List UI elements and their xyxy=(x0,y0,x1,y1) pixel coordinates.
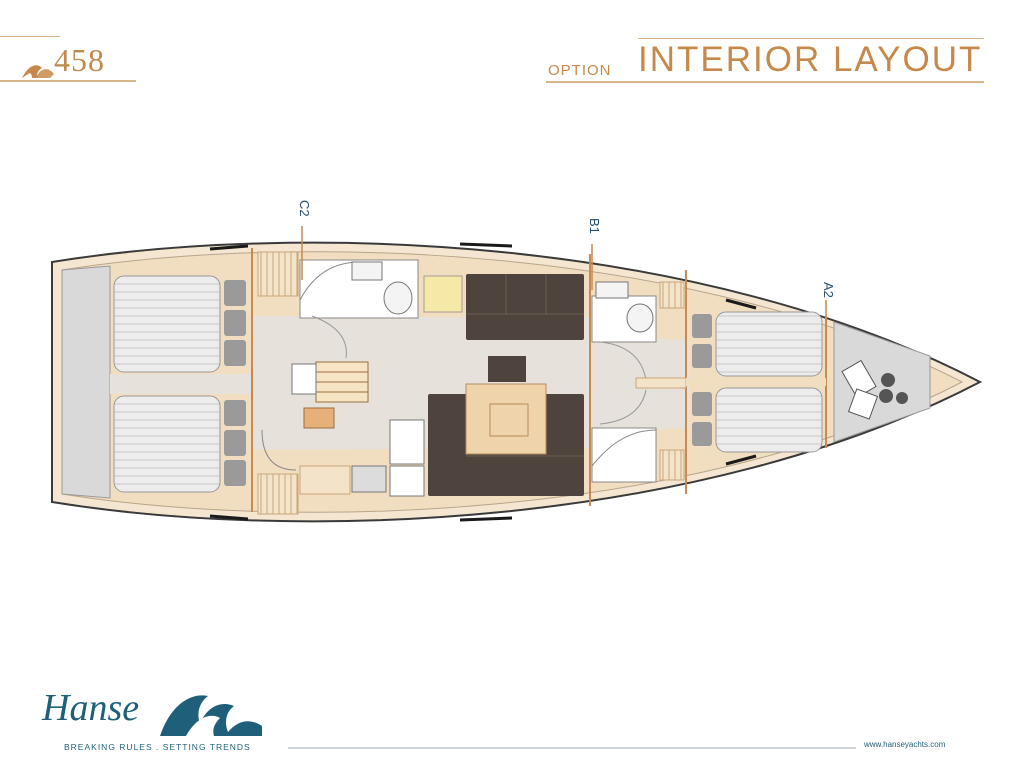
section-label-a2: A2 xyxy=(821,282,836,298)
aft-locker-stbd xyxy=(257,473,299,515)
page-title: INTERIOR LAYOUT xyxy=(638,40,983,79)
companionway-steps xyxy=(315,361,369,403)
fwd-locker-stbd xyxy=(659,449,685,481)
fwd-shower xyxy=(591,427,657,483)
brand-tagline: BREAKING RULES . SETTING TRENDS xyxy=(64,742,251,752)
model-header: 458 xyxy=(0,36,140,86)
galley-sink xyxy=(389,419,425,465)
fwd-sink xyxy=(595,281,629,299)
anchor-windlass-icon xyxy=(841,359,908,420)
hanse-logo: Hanse BREAKING RULES . SETTING TRENDS xyxy=(38,684,278,754)
aft-cabin-port-bed xyxy=(113,275,221,373)
title-top-rule xyxy=(638,38,984,39)
title-bottom-rule xyxy=(546,81,984,83)
aft-sink xyxy=(351,261,383,281)
aft-cabin-stbd-bed xyxy=(113,395,221,493)
option-label: OPTION xyxy=(548,62,612,79)
saloon-table-leaf xyxy=(488,356,526,382)
brand-name: Hanse xyxy=(42,687,140,729)
fwd-cabin-divider xyxy=(686,378,826,386)
aft-locker-port xyxy=(257,251,299,297)
fwd-cabin-stbd-bed xyxy=(715,387,823,453)
website-link[interactable]: www.hanseyachts.com xyxy=(864,740,946,749)
model-bottom-rule xyxy=(0,80,136,82)
fwd-toilet xyxy=(626,303,654,333)
saloon-table-inner xyxy=(489,403,529,437)
page-header: OPTION INTERIOR LAYOUT xyxy=(546,38,986,88)
fwd-passage xyxy=(635,377,687,389)
aft-toilet xyxy=(383,281,413,315)
model-number: 458 xyxy=(54,42,105,78)
galley-counter xyxy=(299,465,351,495)
transom-area xyxy=(61,265,111,499)
fwd-cabin-port-bed xyxy=(715,311,823,377)
steps-base xyxy=(303,407,335,429)
galley-stove xyxy=(351,465,387,493)
chart-table xyxy=(291,363,317,395)
hanse-wave-small-icon xyxy=(22,65,54,78)
hanse-wave-icon xyxy=(160,695,262,736)
saloon-table xyxy=(465,383,547,455)
saloon-port-sofa xyxy=(466,274,584,340)
saloon-artwork xyxy=(423,275,463,313)
footer-rule xyxy=(288,747,856,749)
model-top-rule xyxy=(0,36,60,37)
fwd-locker-port xyxy=(659,281,685,309)
aft-centre-walkway xyxy=(110,374,252,394)
section-label-b1: B1 xyxy=(587,218,602,234)
galley-curve xyxy=(261,429,297,471)
galley-fridge xyxy=(389,465,425,497)
section-label-c2: C2 xyxy=(297,200,312,217)
